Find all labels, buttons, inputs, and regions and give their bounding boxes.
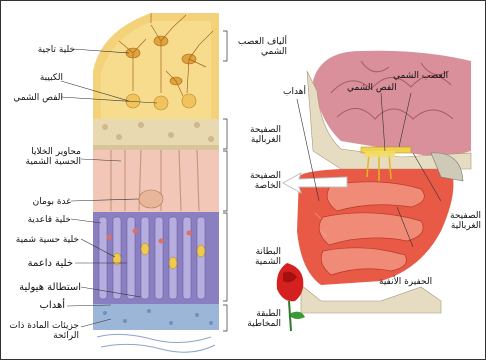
bowman-gland-shape <box>139 190 163 208</box>
label-basal-cell: خلية قاعدية <box>28 215 71 225</box>
label-axons: محاوير الخلايا الحسية الشمية <box>9 147 81 167</box>
label-lamina-propria: الصفيحة الخاصة <box>231 171 281 191</box>
label-nose-cilia: أهداب <box>283 87 306 97</box>
label-supporting-cell: خلية داعمة <box>28 259 73 269</box>
label-mucous-layer: الطبقة المخاطية <box>231 309 281 329</box>
label-cilia: أهداب <box>40 301 66 311</box>
label-olfactory-nerve-fibers: ألياف العصب الشمي <box>231 37 287 57</box>
label-bowman-gland: غدة بومان <box>33 197 71 207</box>
label-glomerulus: الكبيبة <box>40 73 63 83</box>
label-nose-olfactory-bulb: الفص الشمي <box>347 83 397 93</box>
label-olfactory-nerve: العصب الشمي <box>393 71 448 81</box>
label-olfactory-sensory-cell: خلية حسية شمية <box>16 235 79 245</box>
label-crown-cell: خلية تاجية <box>38 45 75 55</box>
label-odor-molecules: جزيئات المادة ذات الرائحة <box>7 321 79 341</box>
label-olfactory-bulb: الفص الشمي <box>13 93 63 103</box>
label-nasal-cavity: الحفيرة الأنفية <box>379 277 432 287</box>
label-cribriform-plate: الصفيحة الغربالية <box>231 125 281 145</box>
mucous-layer-block <box>93 304 219 330</box>
label-olfactory-lining: البطانة الشمية <box>231 247 281 267</box>
cribriform-plate-block <box>93 119 219 145</box>
brain-region <box>313 51 471 156</box>
label-nose-cribriform: الصفيحة الغربالية <box>435 211 481 231</box>
label-cilia-extension: استطالة هيولية <box>19 283 81 293</box>
